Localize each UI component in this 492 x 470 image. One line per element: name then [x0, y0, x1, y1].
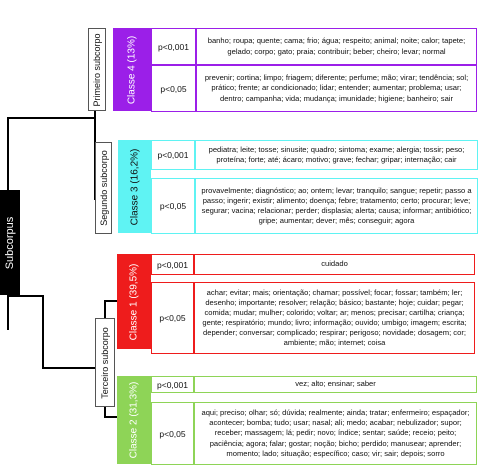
class-4-box: Classe 4 (13%) — [113, 28, 151, 111]
class-3-p-value-1: p<0,001 — [151, 140, 195, 170]
subcorpus-label-primeiro: Primeiro subcorpo — [88, 28, 106, 111]
class-3-words-1: pediatra; leite; tosse; sinusite; quadro… — [195, 140, 478, 170]
class-2-words-2: aqui; preciso; olhar; só; dúvida; realme… — [194, 402, 477, 465]
tree-line-class2-h — [104, 416, 117, 418]
class-1-p-value-1: p<0,001 — [151, 254, 194, 275]
tree-line-third-h — [42, 367, 105, 369]
class-4-p-value-2: p<0,05 — [151, 65, 196, 112]
tree-line-lower-h — [7, 295, 43, 297]
subcorpus-label-terceiro: Terceiro subcorpo — [95, 318, 115, 407]
class-3-words-2: provavelmente; diagnóstico; ao; ontem; l… — [195, 178, 478, 234]
tree-line-upper-v — [94, 70, 96, 199]
class-2-words-1: vez; alto; ensinar; saber — [194, 376, 477, 393]
subcorpus-root-label: Subcorpus — [0, 190, 20, 295]
class-1-words-2: achar; evitar; mais; orientação; chamar;… — [194, 282, 475, 354]
class-1-p-value-2: p<0,05 — [151, 282, 194, 354]
class-1-box: Classe 1 (39,5%) — [117, 254, 151, 349]
class-1-words-1: cuidado — [194, 254, 475, 275]
class-2-p-value-1: p<0,001 — [151, 376, 194, 393]
tree-line-third-v — [42, 295, 44, 368]
class-3-p-value-2: p<0,05 — [151, 178, 195, 234]
class-4-p-value-1: p<0,001 — [151, 28, 196, 65]
tree-line-upper-h — [7, 117, 95, 119]
tree-line-lower-v — [7, 295, 9, 330]
tree-line-class1-h — [104, 300, 117, 302]
class-3-box: Classe 3 (16,2%) — [118, 140, 151, 233]
class-4-words-1: banho; roupa; quente; cama; frio; água; … — [196, 28, 477, 65]
tree-line-root-spine — [7, 117, 9, 190]
class-2-box: Classe 2 (31,3%) — [117, 376, 151, 464]
class-2-p-value-2: p<0,05 — [151, 402, 194, 465]
class-4-words-2: prevenir; cortina; limpo; friagem; difer… — [196, 65, 477, 112]
subcorpus-label-segundo: Segundo subcorpo — [95, 142, 112, 234]
